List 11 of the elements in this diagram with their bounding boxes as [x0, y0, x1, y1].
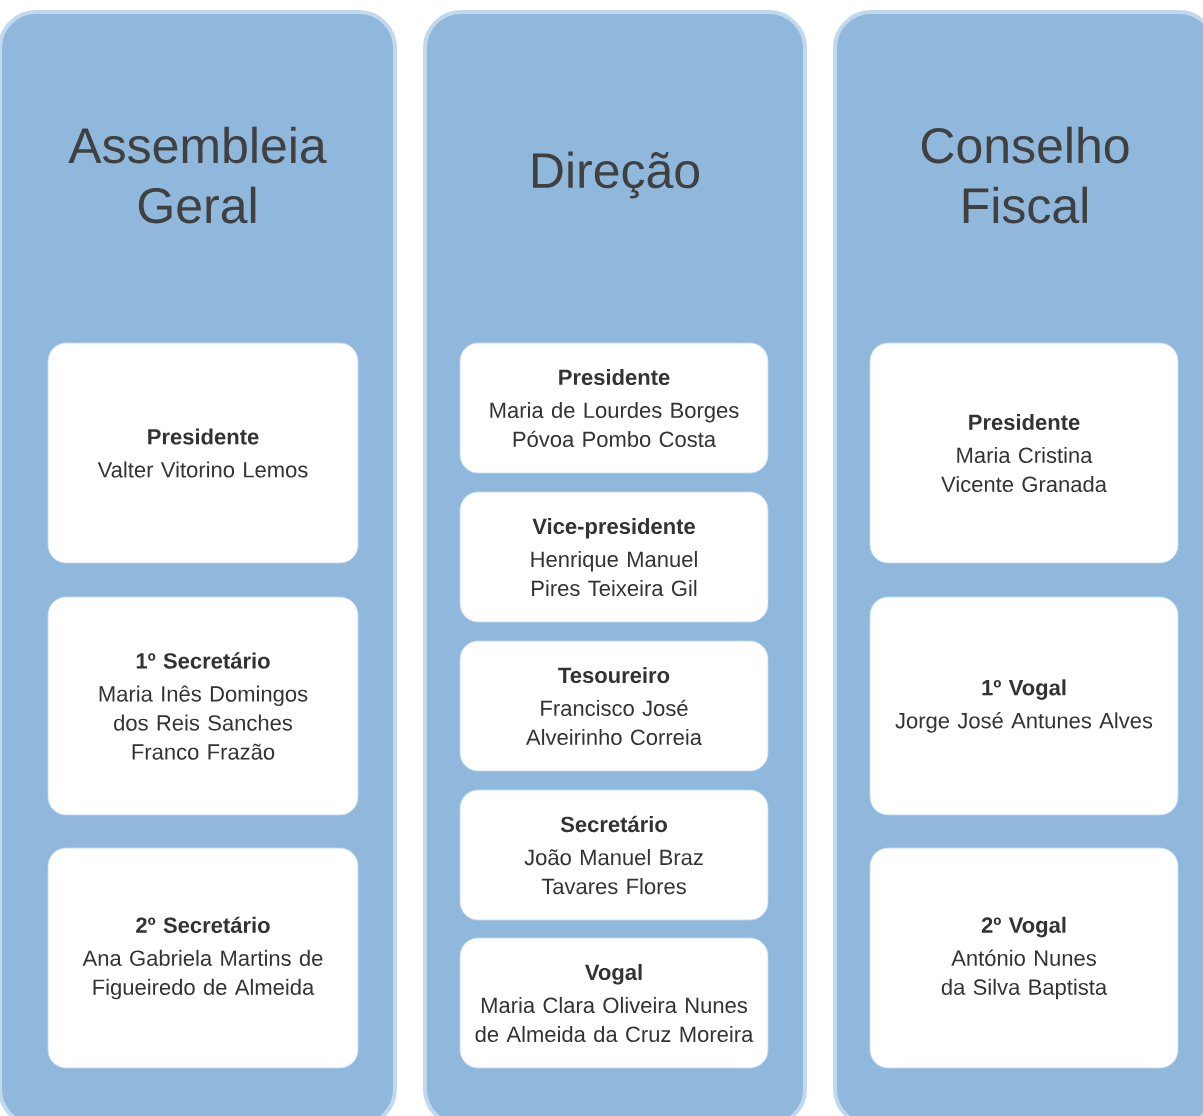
member-box: Presidente Maria de Lourdes Borges Póvoa Pombo Costa — [459, 342, 769, 474]
member-box: 2º Secretário Ana Gabriela Martins de Figueiredo de Almeida — [47, 847, 359, 1069]
member-box: Vice-presidente Henrique Manuel Pires Teixeira Gil — [459, 491, 769, 623]
member-box: Tesoureiro Francisco José Alveirinho Correia — [459, 640, 769, 772]
member-box: 1º Vogal Jorge José Antunes Alves — [869, 596, 1179, 816]
member-box: Presidente Maria Cristina Vicente Granada — [869, 342, 1179, 564]
member-box: Secretário João Manuel Braz Tavares Flores — [459, 789, 769, 921]
member-box: 2º Vogal António Nunes da Silva Baptista — [869, 847, 1179, 1069]
member-box: 1º Secretário Maria Inês Domingos dos Reis Sanches Franco Frazão — [47, 596, 359, 816]
member-box: Vogal Maria Clara Oliveira Nunes de Almeida da Cruz Moreira — [459, 937, 769, 1069]
member-box: Presidente Valter Vitorino Lemos — [47, 342, 359, 564]
